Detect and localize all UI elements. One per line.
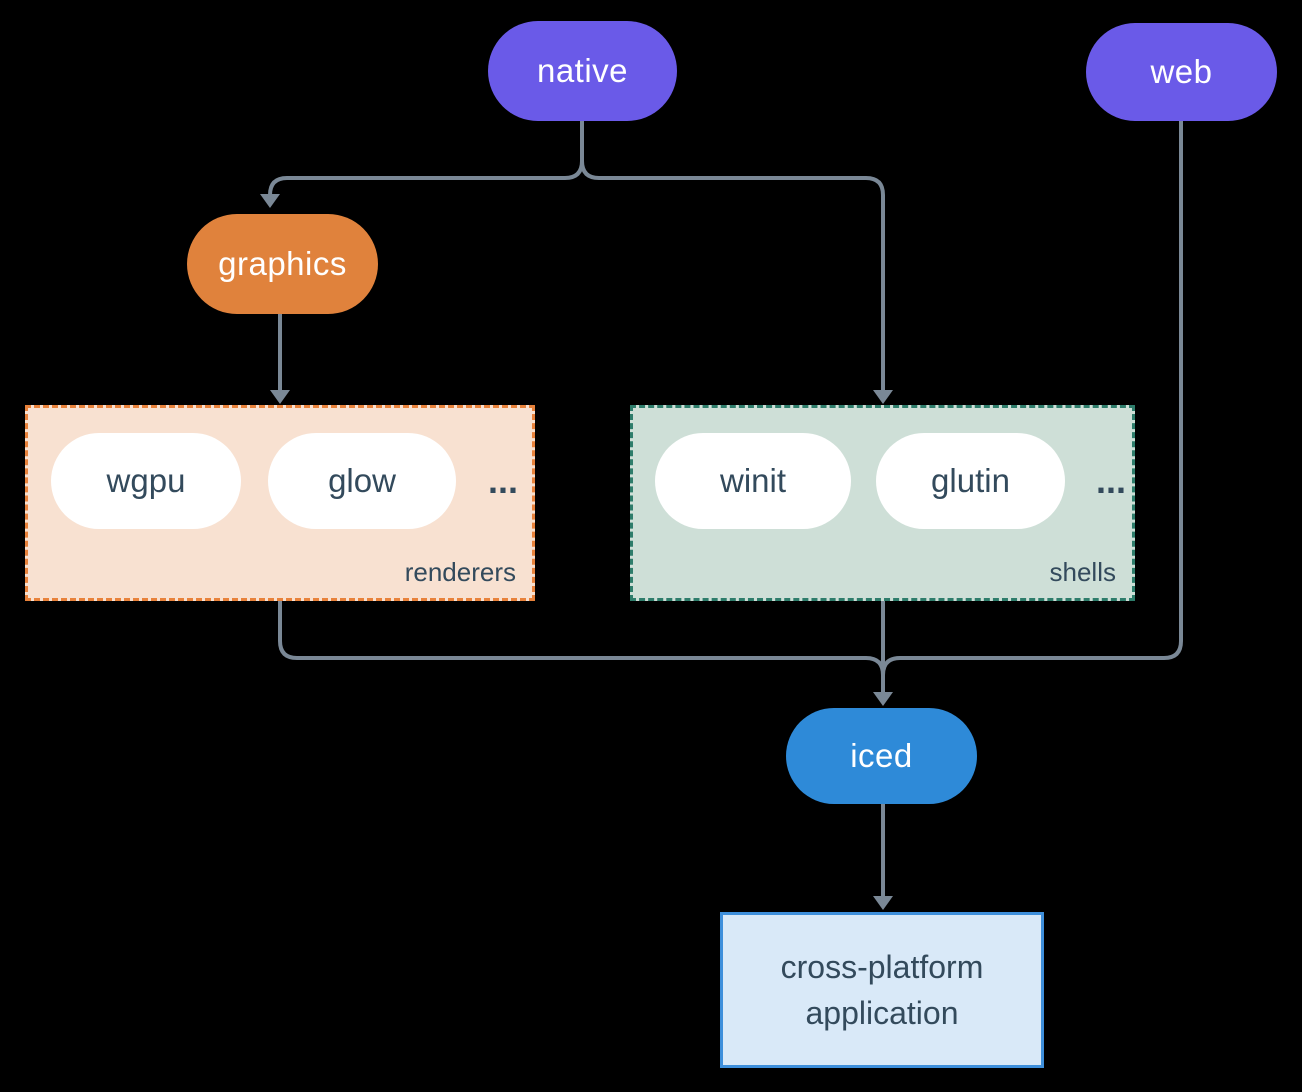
node-native: native	[488, 21, 677, 121]
node-glow: glow	[268, 433, 456, 529]
node-native-label: native	[536, 52, 629, 89]
renderers-ellipsis: ...	[487, 460, 518, 501]
arrowhead-iced	[873, 692, 893, 706]
edge-native-graphics	[268, 120, 584, 196]
node-wgpu-label: wgpu	[106, 462, 186, 499]
node-web-label: web	[1150, 53, 1213, 90]
arrowhead-shells	[873, 390, 893, 404]
edge-native-shells	[580, 120, 885, 390]
node-winit-label: winit	[719, 462, 787, 499]
shells-ellipsis: ...	[1095, 460, 1126, 501]
node-glutin: glutin	[876, 433, 1065, 529]
group-renderers: wgpu glow ... renderers	[25, 405, 535, 601]
node-web: web	[1086, 23, 1277, 121]
app-label-line1: cross-platform	[780, 948, 984, 985]
node-glutin-label: glutin	[931, 462, 1010, 499]
node-graphics: graphics	[187, 214, 378, 314]
node-iced-label: iced	[850, 737, 913, 774]
arrowhead-renderers	[270, 390, 290, 404]
group-shells-label: shells	[1049, 557, 1116, 587]
edge-renderers-iced	[278, 601, 885, 676]
node-glow-label: glow	[328, 462, 396, 499]
node-winit: winit	[655, 433, 851, 529]
node-wgpu: wgpu	[51, 433, 241, 529]
node-iced: iced	[786, 708, 977, 804]
app-label-line2: application	[805, 995, 959, 1031]
node-cross-platform-application: cross-platform application	[720, 912, 1044, 1068]
arrowhead-app	[873, 896, 893, 910]
group-shells: winit glutin ... shells	[630, 405, 1135, 601]
group-renderers-label: renderers	[404, 557, 516, 587]
arrowhead-graphics	[260, 194, 280, 208]
node-graphics-label: graphics	[218, 245, 347, 282]
